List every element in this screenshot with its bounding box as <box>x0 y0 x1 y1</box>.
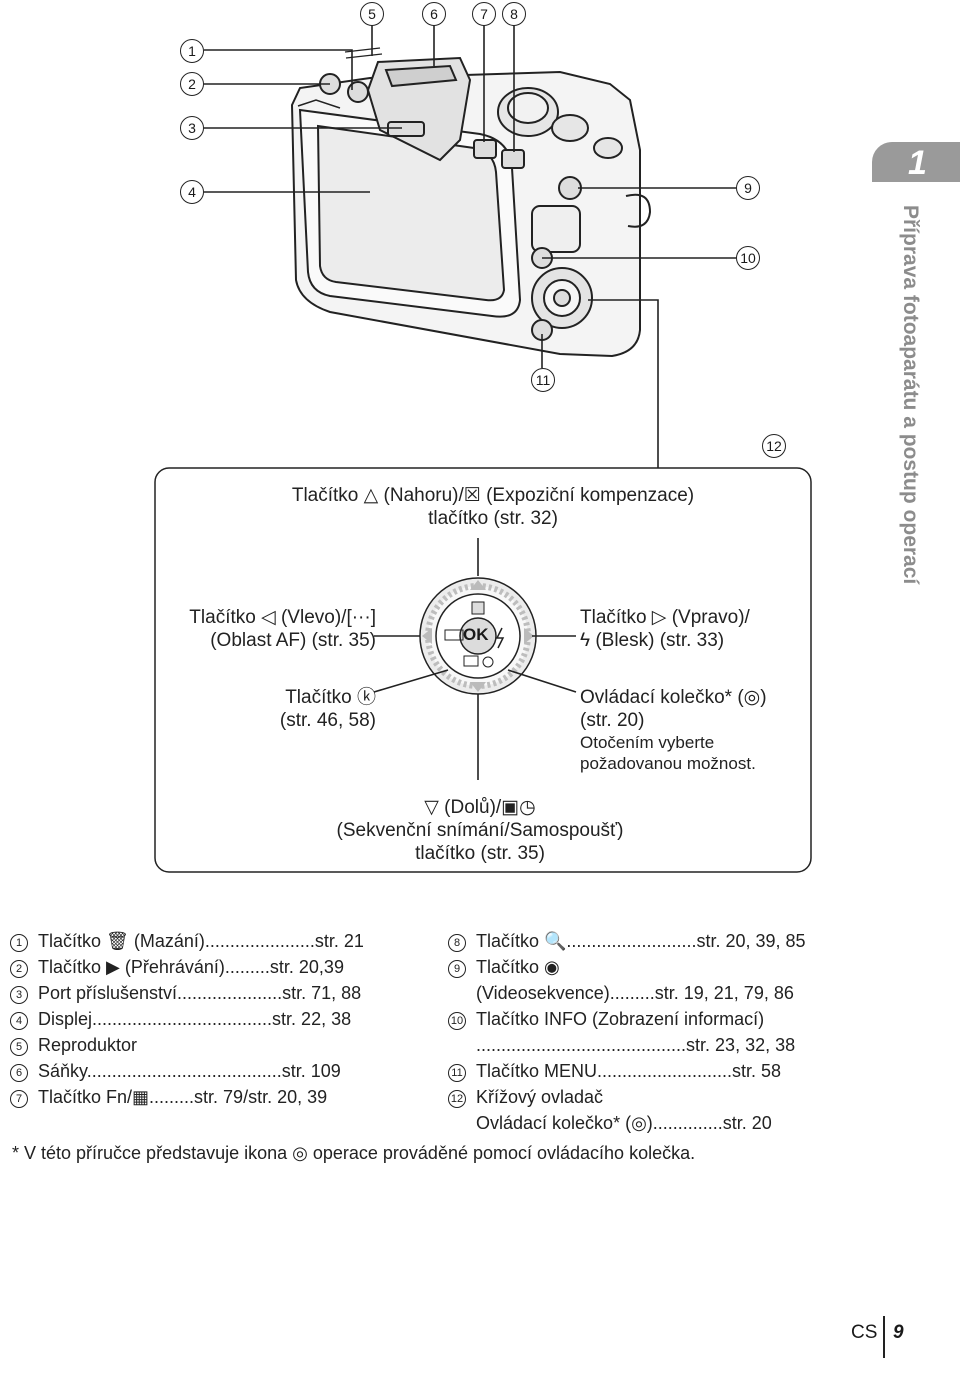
callout-4: 4 <box>180 180 204 204</box>
callout-12: 12 <box>762 434 786 458</box>
list-item-continued: ........................................… <box>476 1035 796 1055</box>
leader-lines <box>204 22 736 468</box>
chapter-tab: 1 <box>872 142 960 182</box>
callout-2: 2 <box>180 72 204 96</box>
control-box <box>154 467 812 873</box>
chapter-number: 1 <box>908 144 927 182</box>
camera-body <box>290 47 652 358</box>
callout-8: 8 <box>502 2 526 26</box>
box-leader-lines <box>373 538 577 780</box>
label-left: Tlačítko ◁ (Vlevo)/[···] (Oblast AF) (st… <box>189 607 376 651</box>
list-item-continued: (Videosekvence).........str. 19, 21, 79,… <box>476 983 794 1003</box>
footer-language: CS <box>851 1322 878 1343</box>
callout-9: 9 <box>736 176 760 200</box>
callout-6: 6 <box>422 2 446 26</box>
label-right: Tlačítko ▷ (Vpravo)/ ϟ (Blesk) (str. 33) <box>580 607 750 651</box>
camera-illustration <box>154 22 812 873</box>
callout-7: 7 <box>472 2 496 26</box>
callout-1: 1 <box>180 39 204 63</box>
ok-button-label: OK <box>463 625 489 644</box>
callout-5: 5 <box>360 2 384 26</box>
callout-10: 10 <box>736 246 760 270</box>
label-ok: Tlačítko ⓚ (str. 46, 58) <box>279 687 376 731</box>
label-down: ▽ (Dolů)/▣◷ (Sekvenční snímání/Samospouš… <box>336 797 624 864</box>
callout-11: 11 <box>531 368 555 392</box>
footer-divider <box>883 1316 885 1358</box>
callout-3: 3 <box>180 116 204 140</box>
list-item-continued: Ovládací kolečko* (◎)..............str. … <box>476 1113 772 1133</box>
label-up: Tlačítko △ (Nahoru)/☒ (Expoziční kompenz… <box>291 485 695 529</box>
page-number: 9 <box>893 1322 904 1343</box>
footnote: * V této příručce představuje ikona ◎ op… <box>12 1143 696 1163</box>
arrow-pad <box>419 577 537 695</box>
label-dial: Ovládací kolečko* (◎) (str. 20) Otočením… <box>580 687 767 773</box>
